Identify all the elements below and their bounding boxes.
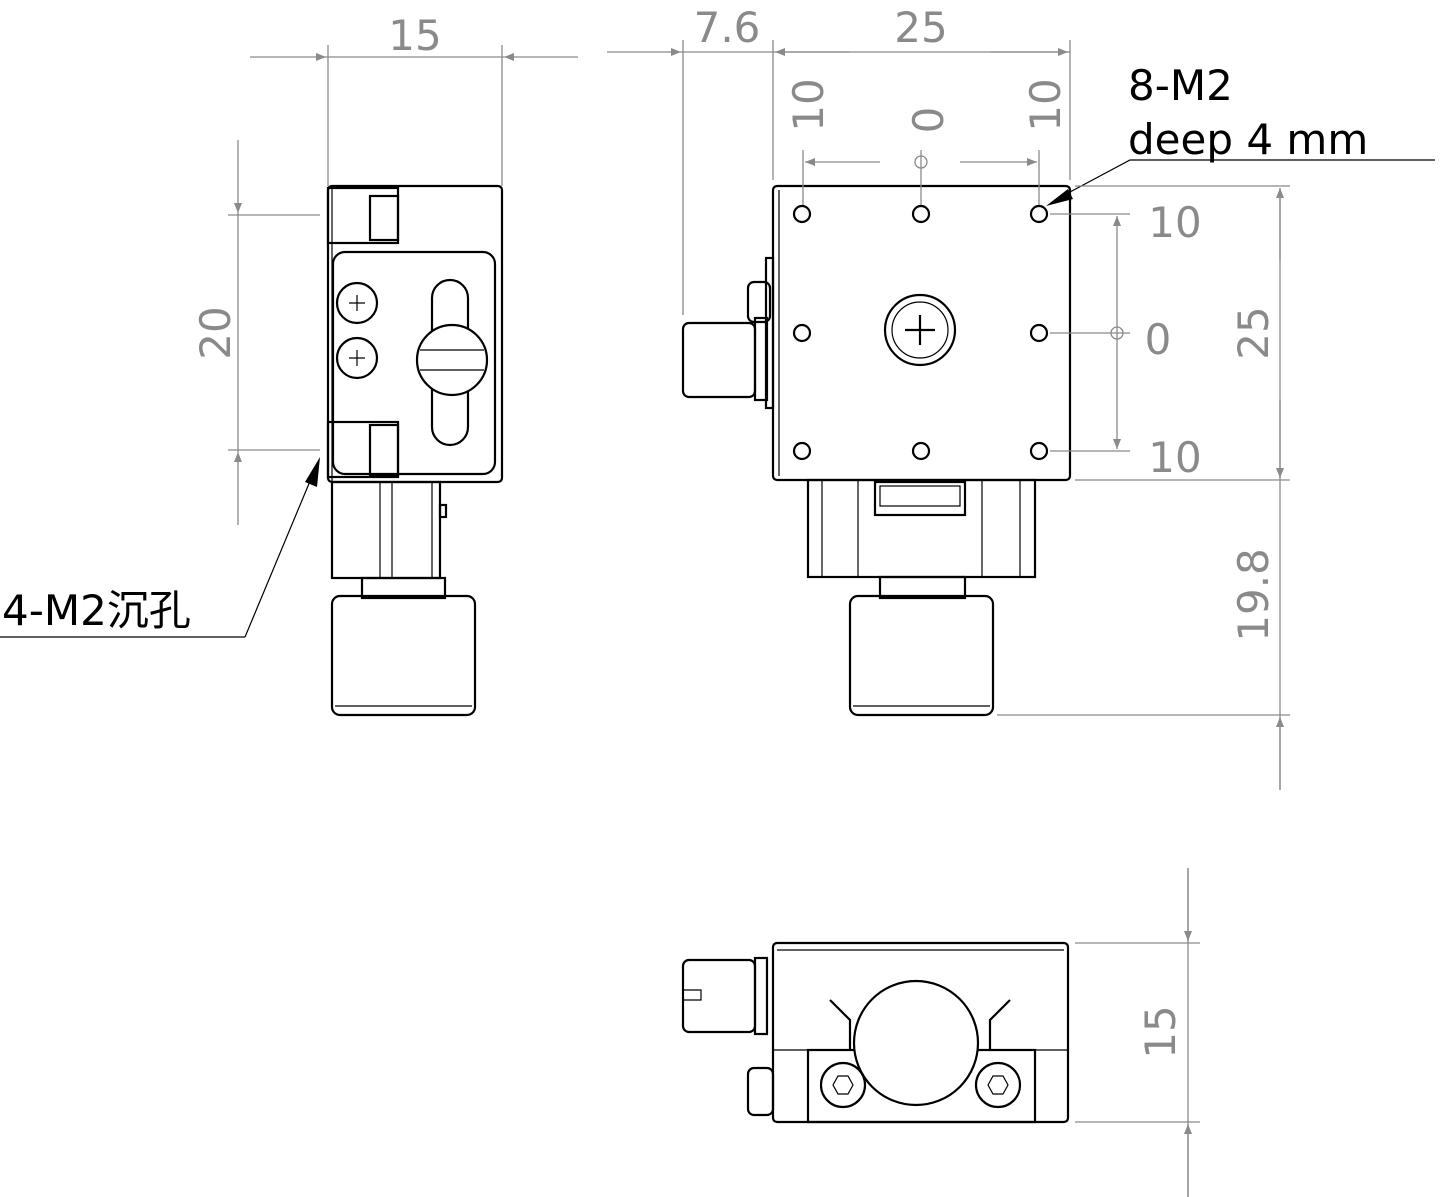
hole-dim-right-top: 10 [1148, 198, 1201, 247]
mounting-holes [792, 204, 1049, 461]
hole-dim-right-bottom: 10 [1148, 433, 1201, 482]
hole-dim-top-left: 10 [784, 78, 833, 131]
front-view: 7.6 25 10 0 10 8-M2 deep 4 mm 10 0 10 25… [607, 3, 1435, 790]
screw-icon [335, 281, 379, 325]
screw-icon [335, 336, 379, 380]
bottom-view: 15 [681, 868, 1200, 1197]
front-height-dim: 25 [1229, 306, 1278, 359]
offset-dim: 7.6 [694, 3, 761, 52]
center-screw-icon [883, 293, 957, 367]
side-height-dim: 20 [191, 306, 240, 359]
side-callout: 4-M2沉孔 [2, 586, 191, 635]
hole-dim-top-right: 10 [1021, 78, 1070, 131]
callout-line2: deep 4 mm [1128, 115, 1368, 164]
side-view: 15 20 4-M2沉孔 [0, 11, 578, 717]
hole-dim-right-center: 0 [1145, 315, 1172, 364]
callout-line1: 8-M2 [1128, 61, 1233, 110]
front-width-dim: 25 [894, 3, 947, 52]
hole-dim-top-center: 0 [904, 107, 953, 134]
bottom-height-dim: 15 [1136, 1005, 1185, 1058]
knob-dim: 19.8 [1229, 548, 1278, 642]
side-width-dim: 15 [388, 11, 441, 60]
